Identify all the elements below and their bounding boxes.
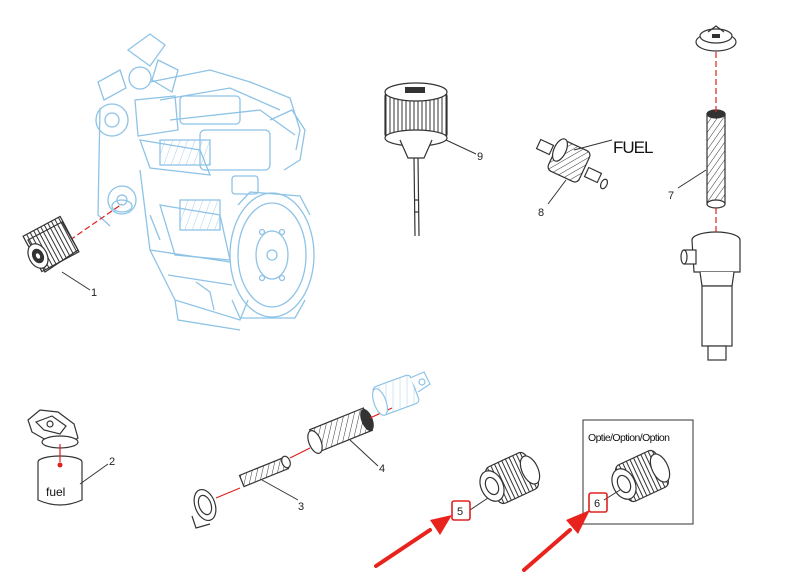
part-3-small-strainer [238,455,291,488]
callout-part-9: 9 [477,151,483,163]
leader-red-line [215,487,241,499]
end-cap [191,488,217,529]
callout-part-4: 4 [379,463,385,475]
leader-dashed-line [69,203,123,241]
engine-illustration-icon [95,33,315,331]
red-arrow-icon [374,515,452,568]
callout-part-8: 8 [538,207,544,219]
part-5-filter-element [479,451,541,505]
leader-red-line [289,447,311,459]
option-box [582,419,694,525]
highlight-box-part-6 [588,492,608,513]
red-arrow-icon [522,510,590,572]
callout-part-6: 6 [594,498,600,510]
callout-part-2: 2 [109,456,115,468]
callout-part-1: 1 [91,287,97,299]
part-4-large-strainer [307,407,374,454]
callout-part-7: 7 [668,190,674,202]
part-7-filler-strainer [680,25,741,361]
part-8-fuel-inline-filter [535,138,609,190]
option-box-label: Optie/Option/Option [588,432,670,444]
part-6-filter-element-option [611,449,671,503]
fuel-label-upper: FUEL [613,138,653,157]
part-2-fuel-filter-bowl [27,409,83,506]
highlight-box-part-5 [451,500,471,521]
part-1-oil-filter [22,215,80,273]
fuel-label-lower: fuel [46,485,65,499]
tank-outlet-fitting [372,371,431,416]
callout-part-5: 5 [457,506,463,518]
callout-part-3: 3 [298,501,304,513]
part-9-dipstick [384,82,448,237]
